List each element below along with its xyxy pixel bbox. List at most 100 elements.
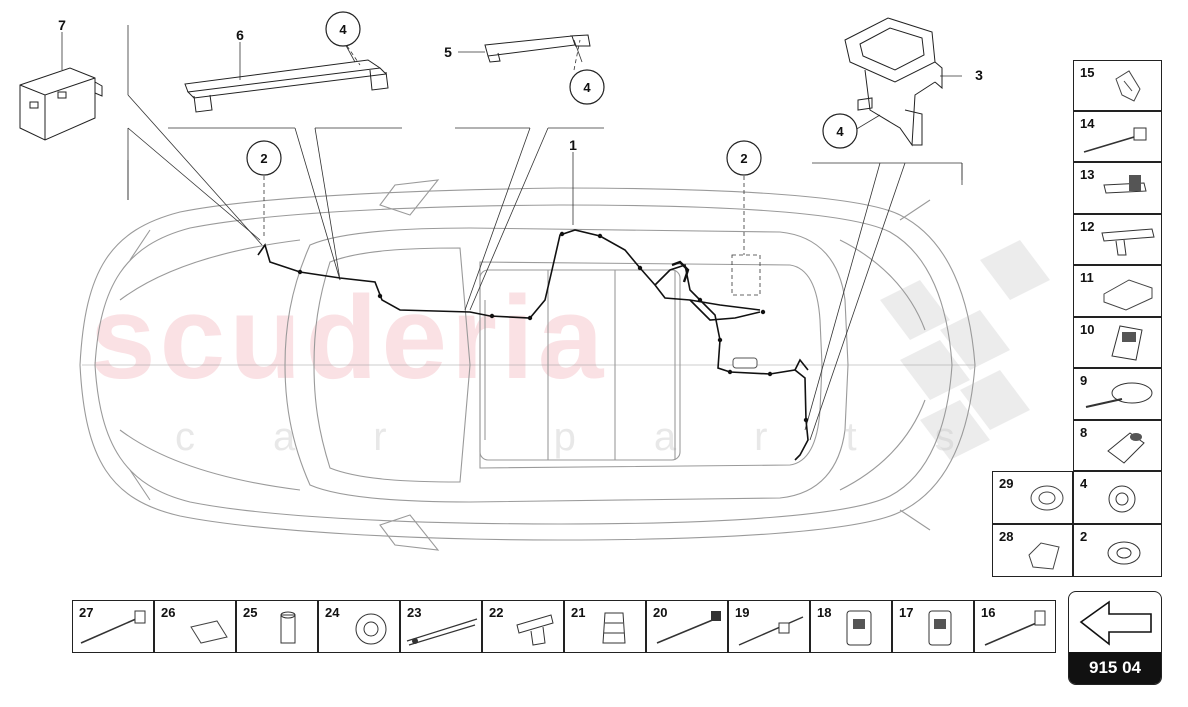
wiring-harness (257, 229, 809, 461)
part-cell-8[interactable]: 8 (1073, 420, 1162, 471)
callout-3: 3 (975, 67, 983, 83)
part-number-26: 26 (161, 605, 176, 620)
part-number-8: 8 (1080, 425, 1088, 440)
harness-connectors (297, 231, 809, 423)
left-arrow-icon (1079, 600, 1152, 646)
callout-4a: 4 (339, 22, 347, 37)
car-outline (79, 179, 976, 551)
watermark-sub: car parts (175, 415, 1033, 459)
part-cell-15[interactable]: 15 (1073, 60, 1162, 111)
part-number-13: 13 (1080, 167, 1095, 182)
callout-4c: 4 (836, 124, 844, 139)
callout-7: 7 (58, 17, 66, 33)
part-23-tie-icon (406, 618, 478, 646)
part-cell-4[interactable]: 4 (1073, 471, 1162, 524)
part-number-27: 27 (79, 605, 94, 620)
part-cell-19[interactable]: 19 (728, 600, 810, 653)
circled-callout-labels: 4 4 2 2 4 (260, 22, 844, 166)
part-number-21: 21 (571, 605, 586, 620)
part-2-grommet-icon (1107, 541, 1141, 565)
part-12-clip-icon (1101, 228, 1155, 256)
part-number-2: 2 (1080, 529, 1088, 544)
part-cell-29[interactable]: 29 (992, 471, 1073, 524)
part-number-17: 17 (899, 605, 914, 620)
part-cell-2[interactable]: 2 (1073, 524, 1162, 577)
part-cell-16[interactable]: 16 (974, 600, 1056, 653)
part-number-16: 16 (981, 605, 996, 620)
part-number-28: 28 (999, 529, 1014, 544)
part-21-plug-icon (602, 612, 626, 644)
plain-callout-labels: 1 3 5 6 7 (58, 17, 983, 153)
part-5-bracket (484, 34, 591, 63)
part-number-4: 4 (1080, 476, 1088, 491)
part-cell-14[interactable]: 14 (1073, 111, 1162, 162)
part-number-14: 14 (1080, 116, 1095, 131)
part-29-clip-icon (1030, 485, 1064, 511)
part-22-clip-icon (516, 614, 554, 646)
leader-lines (61, 25, 963, 441)
callout-2b: 2 (740, 151, 747, 166)
part-4-grommet-icon (1108, 485, 1136, 513)
part-cell-20[interactable]: 20 (646, 600, 728, 653)
part-cell-21[interactable]: 21 (564, 600, 646, 653)
part-number-19: 19 (735, 605, 750, 620)
part-number-25: 25 (243, 605, 258, 620)
part-9-sensor-icon (1085, 382, 1153, 408)
callout-2a: 2 (260, 151, 267, 166)
part-cell-12[interactable]: 12 (1073, 214, 1162, 265)
checkered-flag-watermark (880, 240, 1050, 460)
part-cell-10[interactable]: 10 (1073, 317, 1162, 368)
part-11-grommet-icon (1103, 279, 1153, 311)
back-navigation-button[interactable]: 915 04 (1068, 591, 1162, 685)
part-number-24: 24 (325, 605, 340, 620)
part-number-12: 12 (1080, 219, 1095, 234)
callout-6: 6 (236, 27, 244, 43)
part-number-9: 9 (1080, 373, 1088, 388)
dashed-leaders (263, 39, 761, 296)
part-10-connector-icon (1111, 325, 1143, 361)
part-cell-13[interactable]: 13 (1073, 162, 1162, 214)
part-number-22: 22 (489, 605, 504, 620)
part-cell-28[interactable]: 28 (992, 524, 1073, 577)
callout-4b: 4 (583, 80, 591, 95)
watermark-main: scuderia (90, 272, 608, 404)
part-cell-26[interactable]: 26 (154, 600, 236, 653)
part-18-connector-icon (846, 610, 872, 646)
part-cell-23[interactable]: 23 (400, 600, 482, 653)
part-17-connector-icon (928, 610, 952, 646)
callout-5: 5 (444, 44, 452, 60)
part-number-18: 18 (817, 605, 832, 620)
part-27-tie-icon (80, 610, 146, 644)
part-28-clip-icon (1028, 542, 1060, 570)
part-20-tie-icon (656, 611, 721, 644)
part-6-bracket (184, 59, 389, 113)
part-19-tie-icon (738, 616, 804, 646)
part-cell-25[interactable]: 25 (236, 600, 318, 653)
part-cell-9[interactable]: 9 (1073, 368, 1162, 420)
part-cell-11[interactable]: 11 (1073, 265, 1162, 317)
part-cell-22[interactable]: 22 (482, 600, 564, 653)
circled-callouts (246, 11, 858, 176)
part-number-20: 20 (653, 605, 668, 620)
part-14-tie-icon (1083, 127, 1147, 153)
part-cell-24[interactable]: 24 (318, 600, 400, 653)
part-26-clip-icon (190, 620, 228, 644)
callout-1: 1 (569, 137, 577, 153)
part-3-bracket (844, 17, 943, 147)
part-number-15: 15 (1080, 65, 1095, 80)
part-16-tie-icon (984, 610, 1046, 646)
part-number-23: 23 (407, 605, 422, 620)
part-7-bracket (19, 67, 103, 141)
part-number-10: 10 (1080, 322, 1095, 337)
part-25-plug-icon (280, 611, 296, 644)
part-15-clip-icon (1115, 70, 1141, 102)
part-cell-18[interactable]: 18 (810, 600, 892, 653)
page-code: 915 04 (1069, 652, 1161, 684)
projection-stubs (127, 160, 963, 200)
part-13-clip-icon (1103, 175, 1147, 194)
part-8-connector-icon (1107, 432, 1145, 464)
part-cell-17[interactable]: 17 (892, 600, 974, 653)
part-cell-27[interactable]: 27 (72, 600, 154, 653)
